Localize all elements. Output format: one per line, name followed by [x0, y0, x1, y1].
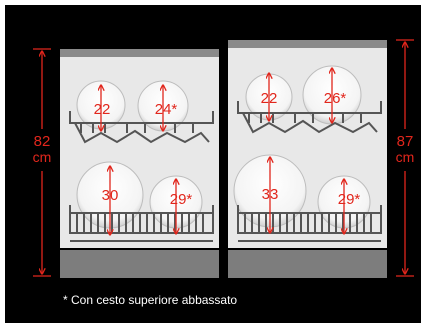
right-bottom-plate-1-size: 33: [262, 186, 279, 203]
left-height-dimension: [33, 48, 51, 277]
left-top-plate-1-size: 22: [94, 101, 111, 118]
right-bottom-plate-2-size: 29*: [338, 191, 361, 208]
left-top-strip: [60, 49, 219, 57]
right-height-dimension: [396, 39, 414, 277]
right-height-unit: cm: [396, 149, 415, 165]
right-top-rack: [237, 101, 382, 134]
right-top-strip: [228, 40, 387, 48]
right-bottom-strip: [228, 250, 387, 278]
right-plate-measurements: [269, 68, 344, 234]
right-height-value: 87: [397, 133, 414, 150]
right-top-plate-2-size: 26*: [324, 90, 347, 107]
right-dishwasher: 22 26* 33 29* 87 cm: [228, 39, 415, 278]
left-height-value: 82: [34, 133, 51, 150]
footnote: * Con cesto superiore abbassato: [63, 293, 238, 307]
left-top-rack: [69, 111, 214, 144]
left-bottom-rack: [69, 205, 214, 242]
left-height-unit: cm: [33, 149, 52, 165]
left-bottom-plate-1-size: 30: [102, 187, 119, 204]
left-bottom-strip: [60, 250, 219, 278]
right-top-plate-1-size: 22: [261, 90, 278, 107]
left-bottom-plate-2-size: 29*: [170, 191, 193, 208]
left-dishwasher: 22 24* 30 29* 82 cm: [33, 48, 219, 278]
dishwasher-diagram: 22 24* 30 29* 82 cm: [33, 39, 415, 278]
left-top-plate-2-size: 24*: [155, 101, 178, 118]
diagram-canvas: 22 24* 30 29* 82 cm: [5, 5, 421, 323]
left-plate-measurements: [101, 85, 176, 235]
